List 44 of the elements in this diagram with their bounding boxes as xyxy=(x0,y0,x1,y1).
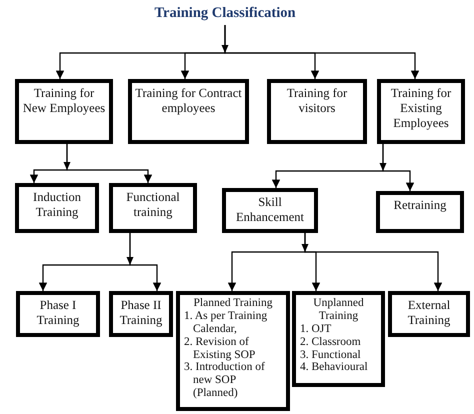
connector-arrow xyxy=(382,144,414,191)
list-item: 3. Introduction of new SOP (Planned) xyxy=(183,361,266,400)
process-box xyxy=(128,79,249,144)
title-text: Training Classification xyxy=(153,5,297,22)
box-label: Phase I Training xyxy=(36,298,80,328)
list-item: 2. Classroom xyxy=(299,336,362,348)
box-label: Functional training xyxy=(125,190,181,220)
list-item: 3. Functional xyxy=(299,348,362,362)
connector-arrow xyxy=(66,144,152,183)
process-box xyxy=(292,291,385,387)
connector-arrow xyxy=(224,25,420,79)
box-label: Induction Training xyxy=(32,190,82,220)
list-item: 2. Revision of Existing SOP xyxy=(183,336,256,362)
junction-arrowhead xyxy=(126,257,134,265)
box-label: Training for Existing Employees xyxy=(390,86,452,131)
process-box xyxy=(222,188,318,233)
process-box xyxy=(16,291,100,337)
process-box xyxy=(109,291,173,337)
list-item: 1. As per Training Calendar, xyxy=(183,310,268,336)
box-label: Unplanned Training xyxy=(312,297,365,323)
box-label: Training for Contract employees xyxy=(135,86,242,116)
process-box xyxy=(15,183,99,233)
process-box xyxy=(377,79,465,144)
process-box xyxy=(15,79,113,144)
junction-arrowhead xyxy=(64,162,70,170)
connector-arrow xyxy=(129,233,162,291)
box-label: Skill Enhancement xyxy=(234,195,306,225)
connector-arrow xyxy=(304,233,442,291)
junction-arrowhead xyxy=(302,244,308,252)
box-label: Training for visitors xyxy=(286,86,348,116)
process-box xyxy=(176,291,290,411)
process-box xyxy=(267,79,367,144)
process-box xyxy=(388,291,470,337)
list-item: 1. OJT xyxy=(299,322,332,336)
process-box xyxy=(376,191,464,233)
box-label: Retraining xyxy=(392,198,448,213)
box-label: Planned Training xyxy=(192,297,274,310)
box-label: Training for New Employees xyxy=(22,86,106,116)
junction-arrowhead xyxy=(380,163,386,171)
box-label: Phase II Training xyxy=(118,298,164,328)
list-item: 4. Behavioural xyxy=(299,361,369,374)
box-label: External Training xyxy=(406,298,452,328)
junction-arrowhead xyxy=(222,45,228,53)
process-box xyxy=(109,183,197,233)
